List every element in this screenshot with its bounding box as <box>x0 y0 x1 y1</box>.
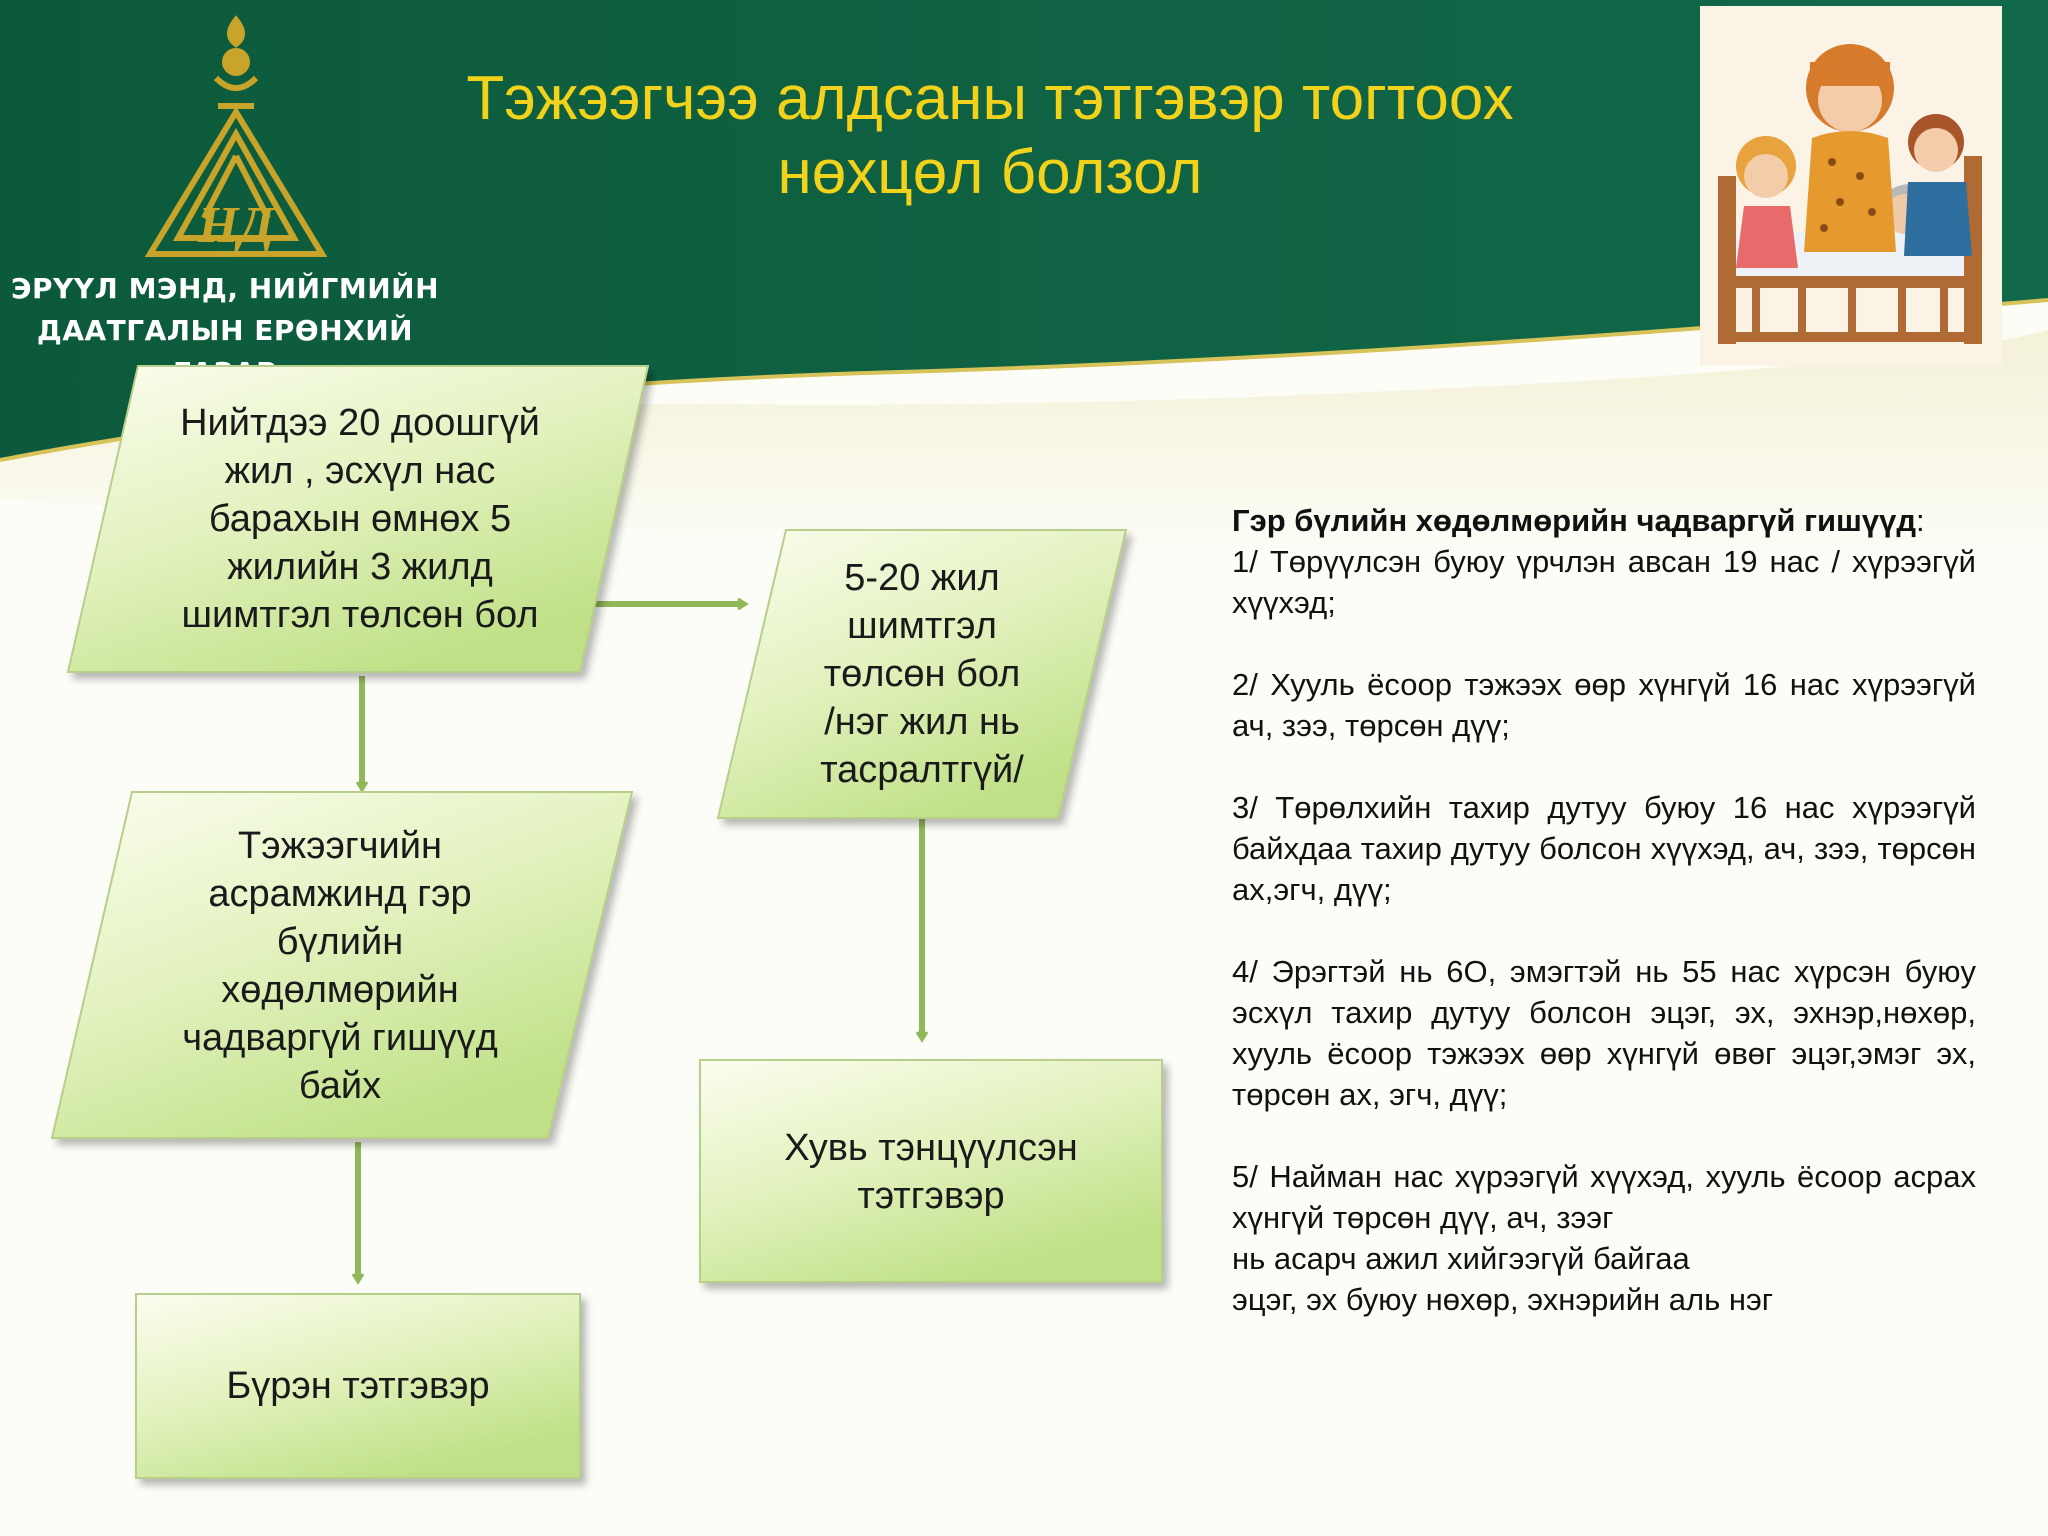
condition-item-4: 4/ Эрэгтэй нь 6О, эмэгтэй нь 55 нас хүрс… <box>1232 951 1976 1115</box>
box3-text: Тэжээгчийн асрамжинд гэр бүлийн хөдөлмөр… <box>120 822 560 1110</box>
box1-text: Нийтдээ 20 доошгүй жил , эсхүл нас барах… <box>130 399 590 639</box>
box3-line: асрамжинд гэр <box>120 870 560 918</box>
condition-item-3: 3/ Төрөлхийн тахир дутуу буюу 16 нас хүр… <box>1232 787 1976 910</box>
box2-line: /нэг жил нь <box>772 698 1072 746</box>
box1-line: барахын өмнөх 5 <box>130 495 590 543</box>
condition-item-5: 5/ Найман нас хүрээгүй хүүхэд, хууль ёсо… <box>1232 1156 1976 1238</box>
condition-item-5-line3: эцэг, эх буюу нөхөр, эхнэрийн аль нэг <box>1232 1279 1976 1320</box>
condition-item-2: 2/ Хууль ёсоор тэжээх өөр хүнгүй 16 нас … <box>1232 664 1976 746</box>
box1-line: шимтгэл төлсөн бол <box>130 591 590 639</box>
box5-line: Бүрэн тэтгэвэр <box>136 1362 580 1410</box>
box2-line: тасралтгүй/ <box>772 746 1072 794</box>
box4-line: тэтгэвэр <box>700 1172 1162 1220</box>
box3-line: бүлийн <box>120 918 560 966</box>
box4-line: Хувь тэнцүүлсэн <box>700 1124 1162 1172</box>
box2-text: 5-20 жил шимтгэл төлсөн бол /нэг жил нь … <box>772 554 1072 794</box>
box3-line: хөдөлмөрийн <box>120 966 560 1014</box>
conditions-heading-colon: : <box>1916 503 1925 538</box>
box4-text: Хувь тэнцүүлсэн тэтгэвэр <box>700 1124 1162 1220</box>
dependent-conditions-list: Гэр бүлийн хөдөлмөрийн чадваргүй гишүүд:… <box>1232 500 1976 1320</box>
box3-line: чадваргүй гишүүд <box>120 1014 560 1062</box>
box2-line: 5-20 жил <box>772 554 1072 602</box>
box1-line: Нийтдээ 20 доошгүй <box>130 399 590 447</box>
box1-line: жилийн 3 жилд <box>130 543 590 591</box>
box3-line: Тэжээгчийн <box>120 822 560 870</box>
condition-item-5-line2: нь асарч ажил хийгээгүй байгаа <box>1232 1238 1976 1279</box>
box2-line: төлсөн бол <box>772 650 1072 698</box>
condition-item-1: 1/ Төрүүлсэн буюу үрчлэн авсан 19 нас / … <box>1232 544 1976 620</box>
box1-line: жил , эсхүл нас <box>130 447 590 495</box>
box2-line: шимтгэл <box>772 602 1072 650</box>
box3-line: байх <box>120 1062 560 1110</box>
conditions-heading: Гэр бүлийн хөдөлмөрийн чадваргүй гишүүд <box>1232 503 1916 538</box>
box5-text: Бүрэн тэтгэвэр <box>136 1362 580 1410</box>
